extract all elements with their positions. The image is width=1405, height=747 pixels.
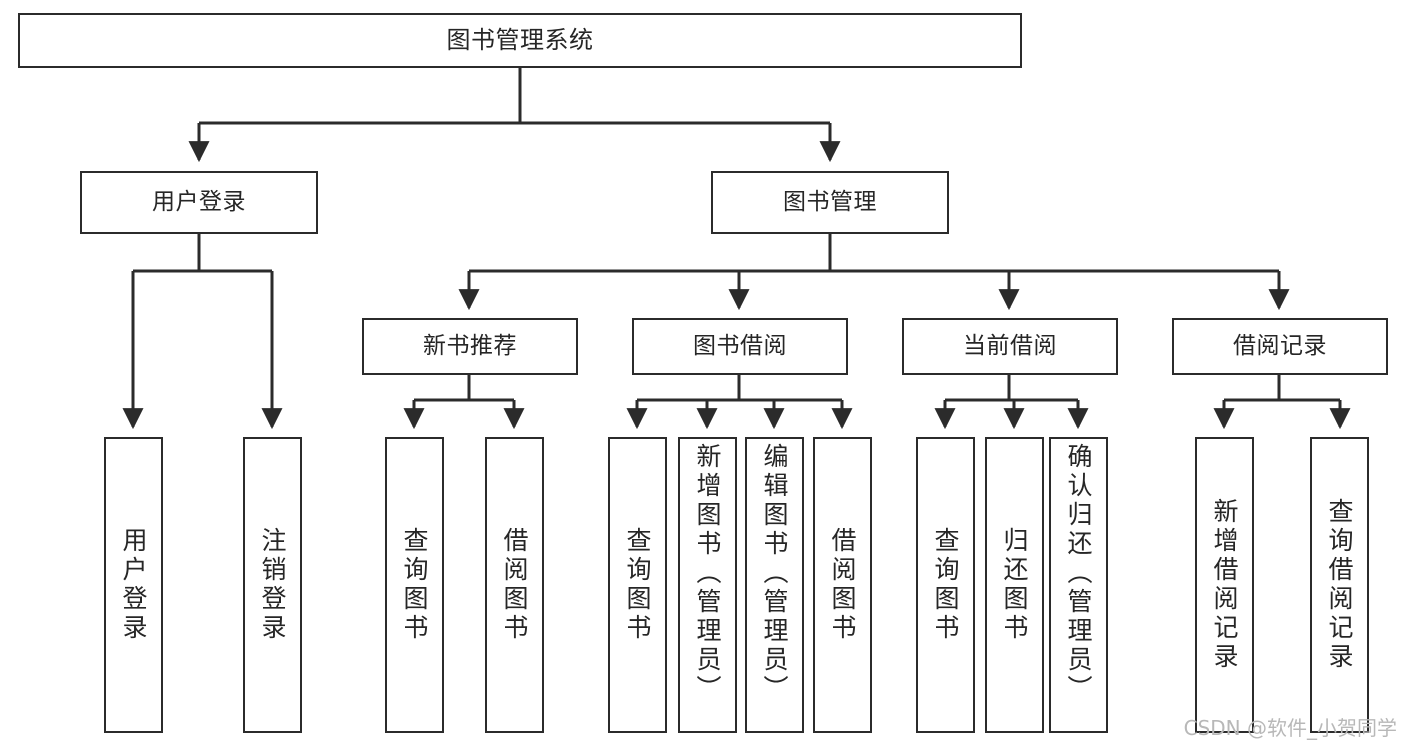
node-current-borrow-label: 当前借阅 (963, 333, 1057, 360)
node-book-manage[interactable]: 图书管理 (711, 171, 949, 234)
node-user-login[interactable]: 用户登录 (80, 171, 318, 234)
node-leaf-query-book-3[interactable]: 查询图书 (916, 437, 975, 733)
node-leaf-borrow-book-1[interactable]: 借阅图书 (485, 437, 544, 733)
node-leaf-query-book-2[interactable]: 查询图书 (608, 437, 667, 733)
node-leaf-query-book-2-label: 查询图书 (623, 527, 652, 643)
node-leaf-borrow-book-2[interactable]: 借阅图书 (813, 437, 872, 733)
node-leaf-add-book-label: 新增图书（管理员） (693, 443, 722, 704)
node-leaf-add-book[interactable]: 新增图书（管理员） (678, 437, 737, 733)
node-leaf-return-book-label: 归还图书 (1000, 527, 1029, 643)
node-book-borrow[interactable]: 图书借阅 (632, 318, 848, 375)
node-new-book-recommend-label: 新书推荐 (423, 333, 517, 360)
node-root-label: 图书管理系统 (446, 25, 594, 54)
node-leaf-add-record-label: 新增借阅记录 (1210, 498, 1239, 672)
node-leaf-query-record-label: 查询借阅记录 (1325, 498, 1354, 672)
node-leaf-logout-login[interactable]: 注销登录 (243, 437, 302, 733)
node-leaf-query-book-1-label: 查询图书 (400, 527, 429, 643)
node-borrow-record[interactable]: 借阅记录 (1172, 318, 1388, 375)
csdn-watermark: CSDN @软件_小贺同学 (1183, 716, 1397, 740)
node-new-book-recommend[interactable]: 新书推荐 (362, 318, 578, 375)
node-leaf-confirm-return[interactable]: 确认归还（管理员） (1049, 437, 1108, 733)
node-leaf-add-record[interactable]: 新增借阅记录 (1195, 437, 1254, 733)
node-book-manage-label: 图书管理 (783, 189, 877, 216)
node-leaf-user-login-label: 用户登录 (119, 527, 148, 643)
node-leaf-query-record[interactable]: 查询借阅记录 (1310, 437, 1369, 733)
node-leaf-query-book-3-label: 查询图书 (931, 527, 960, 643)
node-leaf-borrow-book-2-label: 借阅图书 (828, 527, 857, 643)
node-leaf-confirm-return-label: 确认归还（管理员） (1064, 443, 1093, 704)
node-leaf-borrow-book-1-label: 借阅图书 (500, 527, 529, 643)
node-borrow-record-label: 借阅记录 (1233, 333, 1327, 360)
node-leaf-logout-login-label: 注销登录 (258, 527, 287, 643)
node-current-borrow[interactable]: 当前借阅 (902, 318, 1118, 375)
node-book-borrow-label: 图书借阅 (693, 333, 787, 360)
node-leaf-user-login[interactable]: 用户登录 (104, 437, 163, 733)
node-leaf-query-book-1[interactable]: 查询图书 (385, 437, 444, 733)
node-leaf-return-book[interactable]: 归还图书 (985, 437, 1044, 733)
node-leaf-edit-book-label: 编辑图书（管理员） (760, 443, 789, 704)
node-user-login-label: 用户登录 (152, 189, 246, 216)
node-leaf-edit-book[interactable]: 编辑图书（管理员） (745, 437, 804, 733)
node-root[interactable]: 图书管理系统 (18, 13, 1022, 68)
